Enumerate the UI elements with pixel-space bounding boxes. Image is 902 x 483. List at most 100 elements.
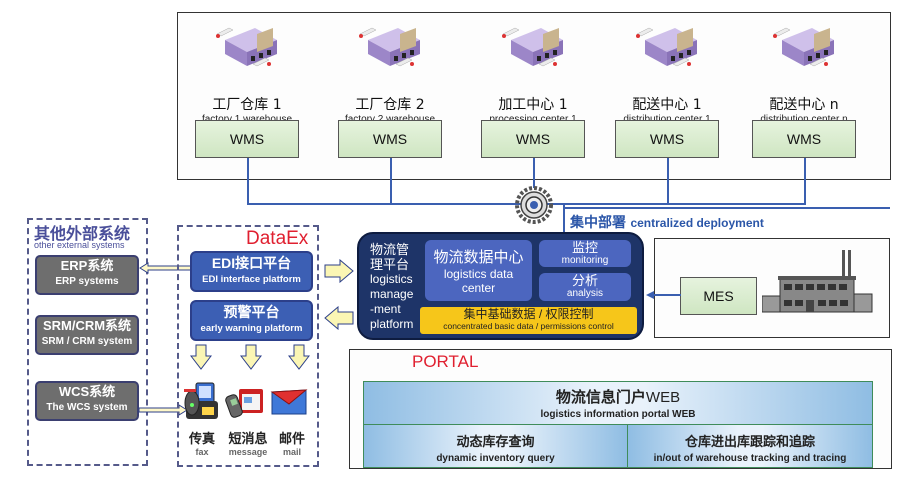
platform-cn: 预警平台 (223, 304, 280, 320)
site-name-en: factory 2 warehouse (320, 114, 460, 125)
logistics-information-portal-web[interactable]: 物流信息门户WEB logistics information portal W… (363, 381, 873, 425)
platform-en: early warning platform (200, 323, 303, 334)
arrow-left-icon (646, 291, 681, 299)
mail-icon[interactable] (270, 388, 308, 416)
logistics-data-center[interactable]: 物流数据中心 logistics data center (425, 240, 532, 301)
platform-en: EDI interface platform (202, 274, 301, 285)
site-number: 1 (558, 97, 568, 113)
portal-web-suffix: WEB (645, 389, 681, 406)
lmp-title-line: platform (370, 317, 414, 331)
site-number: 1 (272, 97, 282, 113)
site-number: 2 (415, 97, 425, 113)
portal-web-en: logistics information portal WEB (540, 409, 696, 420)
channel-message: 短消息 message (222, 428, 274, 457)
wms-box[interactable]: WMS (195, 120, 299, 158)
channel-cn: 短消息 (228, 431, 268, 446)
site-number: 1 (692, 97, 702, 113)
channel-en: fax (195, 447, 209, 457)
warehouse-icon (501, 27, 564, 67)
arrow-down-icon (190, 344, 212, 370)
fax-icon[interactable] (182, 381, 222, 421)
lmp-title-line: -ment (370, 302, 401, 316)
site-name-cn: 工厂仓库 (355, 97, 412, 113)
mes-box[interactable]: MES (680, 277, 757, 315)
portal-title: PORTAL (412, 352, 479, 371)
connector-line (563, 207, 890, 209)
dynamic-inventory-query[interactable]: 动态库存查询 dynamic inventory query (363, 424, 628, 468)
arrow-down-icon (288, 344, 310, 370)
factory-icon (762, 250, 873, 313)
connector-line (667, 158, 669, 204)
warehouse-icon (358, 27, 421, 67)
function-en: dynamic inventory query (436, 453, 555, 464)
arrow-right-icon (324, 259, 354, 283)
srm-crm-system[interactable]: SRM/CRM系统 SRM / CRM system (35, 315, 139, 355)
basic-en: concentrated basic data / permissions co… (443, 321, 614, 331)
dataex-title: DataEx (246, 228, 309, 249)
external-title-en: other external systems (34, 240, 125, 250)
system-cn: SRM/CRM系统 (42, 318, 132, 333)
wms-box[interactable]: WMS (752, 120, 856, 158)
site-name-en: distribution center 1 (597, 114, 737, 125)
connector-line (533, 158, 535, 188)
lmp-title-line: 物流管 (370, 242, 410, 257)
arrow-right-icon (138, 404, 188, 416)
channel-cn: 邮件 (278, 431, 305, 446)
site-name-cn: 加工中心 (498, 97, 555, 113)
monitoring-module[interactable]: 监控 monitoring (539, 240, 631, 267)
system-cn: WCS系统 (58, 384, 116, 399)
warehouse-icon (215, 27, 278, 67)
analysis-en: analysis (566, 288, 604, 299)
deployment-en: centralized deployment (630, 216, 764, 230)
wms-box[interactable]: WMS (338, 120, 442, 158)
data-center-cn: 物流数据中心 (433, 249, 524, 266)
channel-fax: 传真 fax (182, 428, 222, 457)
connector-line (247, 158, 249, 204)
site-name-cn: 配送中心 (632, 97, 689, 113)
wms-box[interactable]: WMS (615, 120, 719, 158)
analysis-module[interactable]: 分析 analysis (539, 273, 631, 301)
portal-web-cn: 物流信息门户 (555, 389, 646, 406)
system-cn: ERP系统 (60, 258, 114, 273)
wcs-system[interactable]: WCS系统 The WCS system (35, 381, 139, 421)
function-cn: 仓库进出库跟踪和追踪 (684, 434, 815, 449)
lmp-title-line: manage (370, 287, 414, 301)
channel-en: mail (282, 447, 301, 457)
platform-cn: EDI接口平台 (211, 255, 292, 271)
centralized-deployment-label: 集中部署 centralized deployment (570, 212, 764, 232)
arrow-down-icon (240, 344, 262, 370)
warehouse-tracking-tracing[interactable]: 仓库进出库跟踪和追踪 in/out of warehouse tracking … (627, 424, 873, 468)
connector-line (390, 158, 392, 204)
function-en: in/out of warehouse tracking and tracing (653, 453, 847, 464)
site-name-cn: 配送中心 (769, 97, 826, 113)
lmp-title: 物流管 理平台 logistics manage -ment platform (370, 242, 413, 332)
external-systems-panel (27, 218, 148, 466)
site-name-cn: 工厂仓库 (212, 97, 269, 113)
basic-data-permissions[interactable]: 集中基础数据 / 权限控制 concentrated basic data / … (420, 307, 637, 334)
function-cn: 动态库存查询 (456, 434, 535, 449)
gear-icon (515, 186, 553, 224)
system-en: ERP systems (55, 276, 119, 287)
connector-line (563, 205, 565, 232)
channel-en: message (228, 447, 268, 457)
site-name-en: distribution center n (734, 114, 874, 125)
connector-line (804, 158, 806, 204)
site-name-en: factory 1 warehouse (177, 114, 317, 125)
lmp-title-line: logistics (370, 272, 413, 286)
site-name-en: processing center 1 (463, 114, 603, 125)
monitoring-en: monitoring (561, 255, 609, 266)
early-warning-platform[interactable]: 预警平台 early warning platform (190, 300, 313, 341)
system-en: SRM / CRM system (41, 336, 133, 347)
deployment-cn: 集中部署 (570, 214, 626, 230)
message-icon[interactable] (225, 385, 265, 419)
channel-cn: 传真 (188, 431, 215, 446)
wms-box[interactable]: WMS (481, 120, 585, 158)
edi-interface-platform[interactable]: EDI接口平台 EDI interface platform (190, 251, 313, 292)
data-center-en: logistics data (443, 267, 514, 281)
basic-cn: 集中基础数据 / 权限控制 (463, 307, 594, 321)
lmp-title-line: 理平台 (370, 257, 410, 272)
erp-system[interactable]: ERP系统 ERP systems (35, 255, 139, 295)
warehouse-icon (772, 27, 835, 67)
dataex-panel (177, 225, 319, 467)
arrow-left-icon (324, 306, 354, 330)
